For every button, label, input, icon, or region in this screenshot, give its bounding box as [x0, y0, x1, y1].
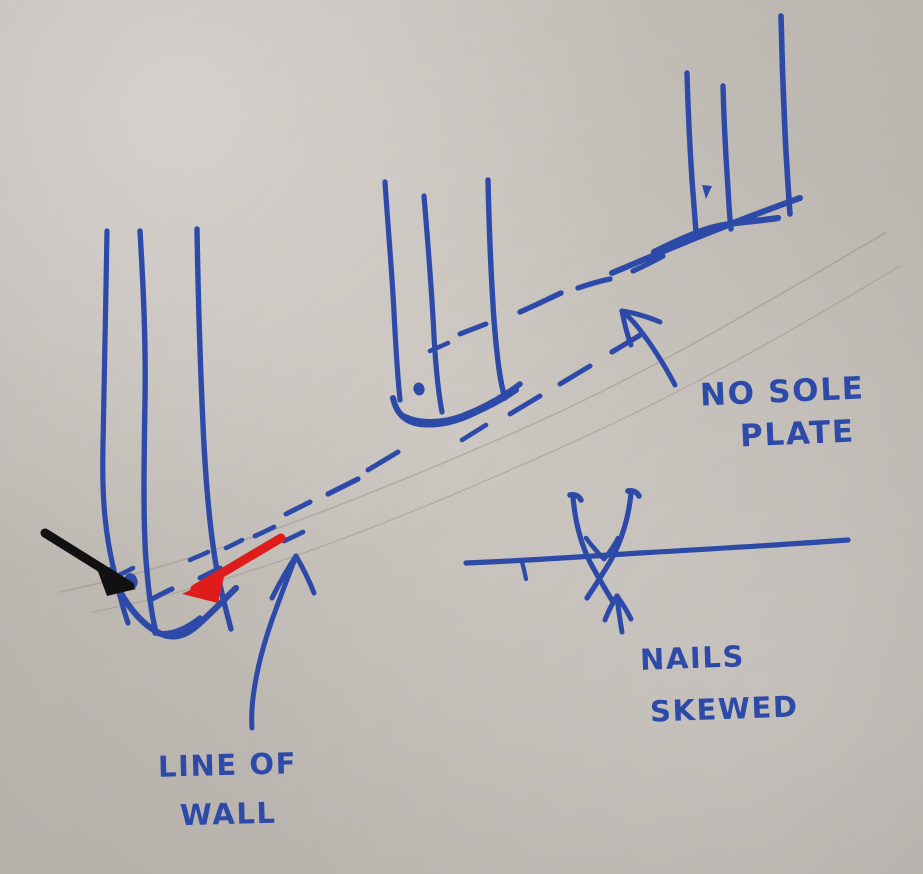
- stud-group-left-base: [106, 566, 240, 640]
- dash-u1: [517, 290, 564, 315]
- dash-l6: [325, 476, 361, 497]
- nail-detail-nail-left-head: [567, 491, 584, 503]
- black-pointer-arrow-head: [96, 566, 136, 596]
- dash-l12: [459, 422, 489, 443]
- dash-l1: [147, 586, 175, 603]
- dash-u2: [575, 276, 613, 291]
- black-pointer-arrow: [40, 528, 136, 596]
- red-pointer-arrow-shaft: [190, 533, 286, 594]
- stud-middle-2: [421, 193, 445, 415]
- nail-detail-nail-right: [584, 490, 634, 601]
- dash-l4: [281, 529, 306, 544]
- dash-l13: [507, 393, 543, 417]
- dash-l9: [187, 549, 211, 563]
- nail-detail-sketch: [463, 487, 851, 605]
- stud-group-right: [609, 13, 803, 276]
- no-sole-plate-arrow-head-upper: [619, 308, 663, 325]
- stud-group-middle-nail-head: [413, 382, 425, 396]
- stud-group-right-base-lower: [609, 195, 803, 276]
- line-of-wall-arrow-head-left: [269, 553, 299, 601]
- nails-skewed-arrow-head-right: [614, 593, 634, 622]
- dash-u4: [457, 321, 489, 337]
- stud-right-1: [684, 70, 699, 235]
- label-no-sole-plate-line2: PLATE: [739, 413, 856, 455]
- dash-l14: [557, 363, 593, 387]
- red-pointer-arrow: [182, 533, 286, 603]
- label-line-of-wall-line1: LINE OF: [157, 746, 298, 784]
- line-of-wall-arrow: [249, 553, 317, 731]
- pencil-guideline-secondary: [91, 265, 901, 613]
- stud-left-3: [194, 226, 234, 632]
- nail-detail-brace-right: [601, 535, 621, 562]
- no-sole-plate-arrow-shaft: [619, 308, 678, 388]
- label-nails-skewed-line2: SKEWED: [649, 689, 800, 729]
- stud-right-2: [720, 83, 734, 232]
- red-pointer-arrow-head: [182, 573, 225, 603]
- line-of-wall-arrow-shaft: [249, 553, 299, 731]
- no-sole-plate-arrow-head-lower: [619, 308, 634, 348]
- label-no-sole-plate-line1: NO SOLE: [699, 370, 866, 414]
- dashed-wall-line-upper: [427, 253, 666, 354]
- dash-l7: [365, 449, 401, 473]
- dash-u5: [427, 340, 451, 354]
- dash-u3: [630, 253, 666, 274]
- label-nails-skewed-line1: NAILS: [639, 639, 746, 677]
- stud-left-1: [100, 228, 131, 626]
- dash-l8: [252, 524, 277, 539]
- stud-group-right-base: [650, 214, 782, 256]
- stud-group-middle-base-lower: [397, 381, 523, 425]
- dash-l2: [197, 565, 223, 581]
- stud-group-middle: [382, 177, 523, 428]
- dash-l10: [223, 537, 245, 551]
- dash-l15: [609, 331, 645, 355]
- stud-group-right-nail-head: [702, 185, 712, 199]
- black-pointer-arrow-shaft: [40, 528, 135, 591]
- dash-l5: [283, 499, 313, 517]
- dashed-wall-line-lower: [114, 331, 645, 603]
- stud-middle-3: [485, 177, 508, 401]
- nail-detail-nail-right-head: [625, 487, 642, 499]
- nail-detail-plate-line: [463, 537, 851, 566]
- label-line-of-wall-line2: WALL: [179, 795, 277, 833]
- nail-detail-plate-tick: [519, 559, 529, 582]
- stud-middle-1: [382, 179, 403, 403]
- line-of-wall-arrow-head-right: [293, 553, 317, 596]
- stud-group-left-base-inner: [152, 615, 203, 637]
- nails-skewed-arrow: [602, 593, 634, 635]
- nail-detail-nail-left: [570, 494, 616, 605]
- stud-left-2: [137, 228, 159, 635]
- no-sole-plate-arrow: [619, 308, 678, 388]
- stud-right-3: [778, 13, 793, 217]
